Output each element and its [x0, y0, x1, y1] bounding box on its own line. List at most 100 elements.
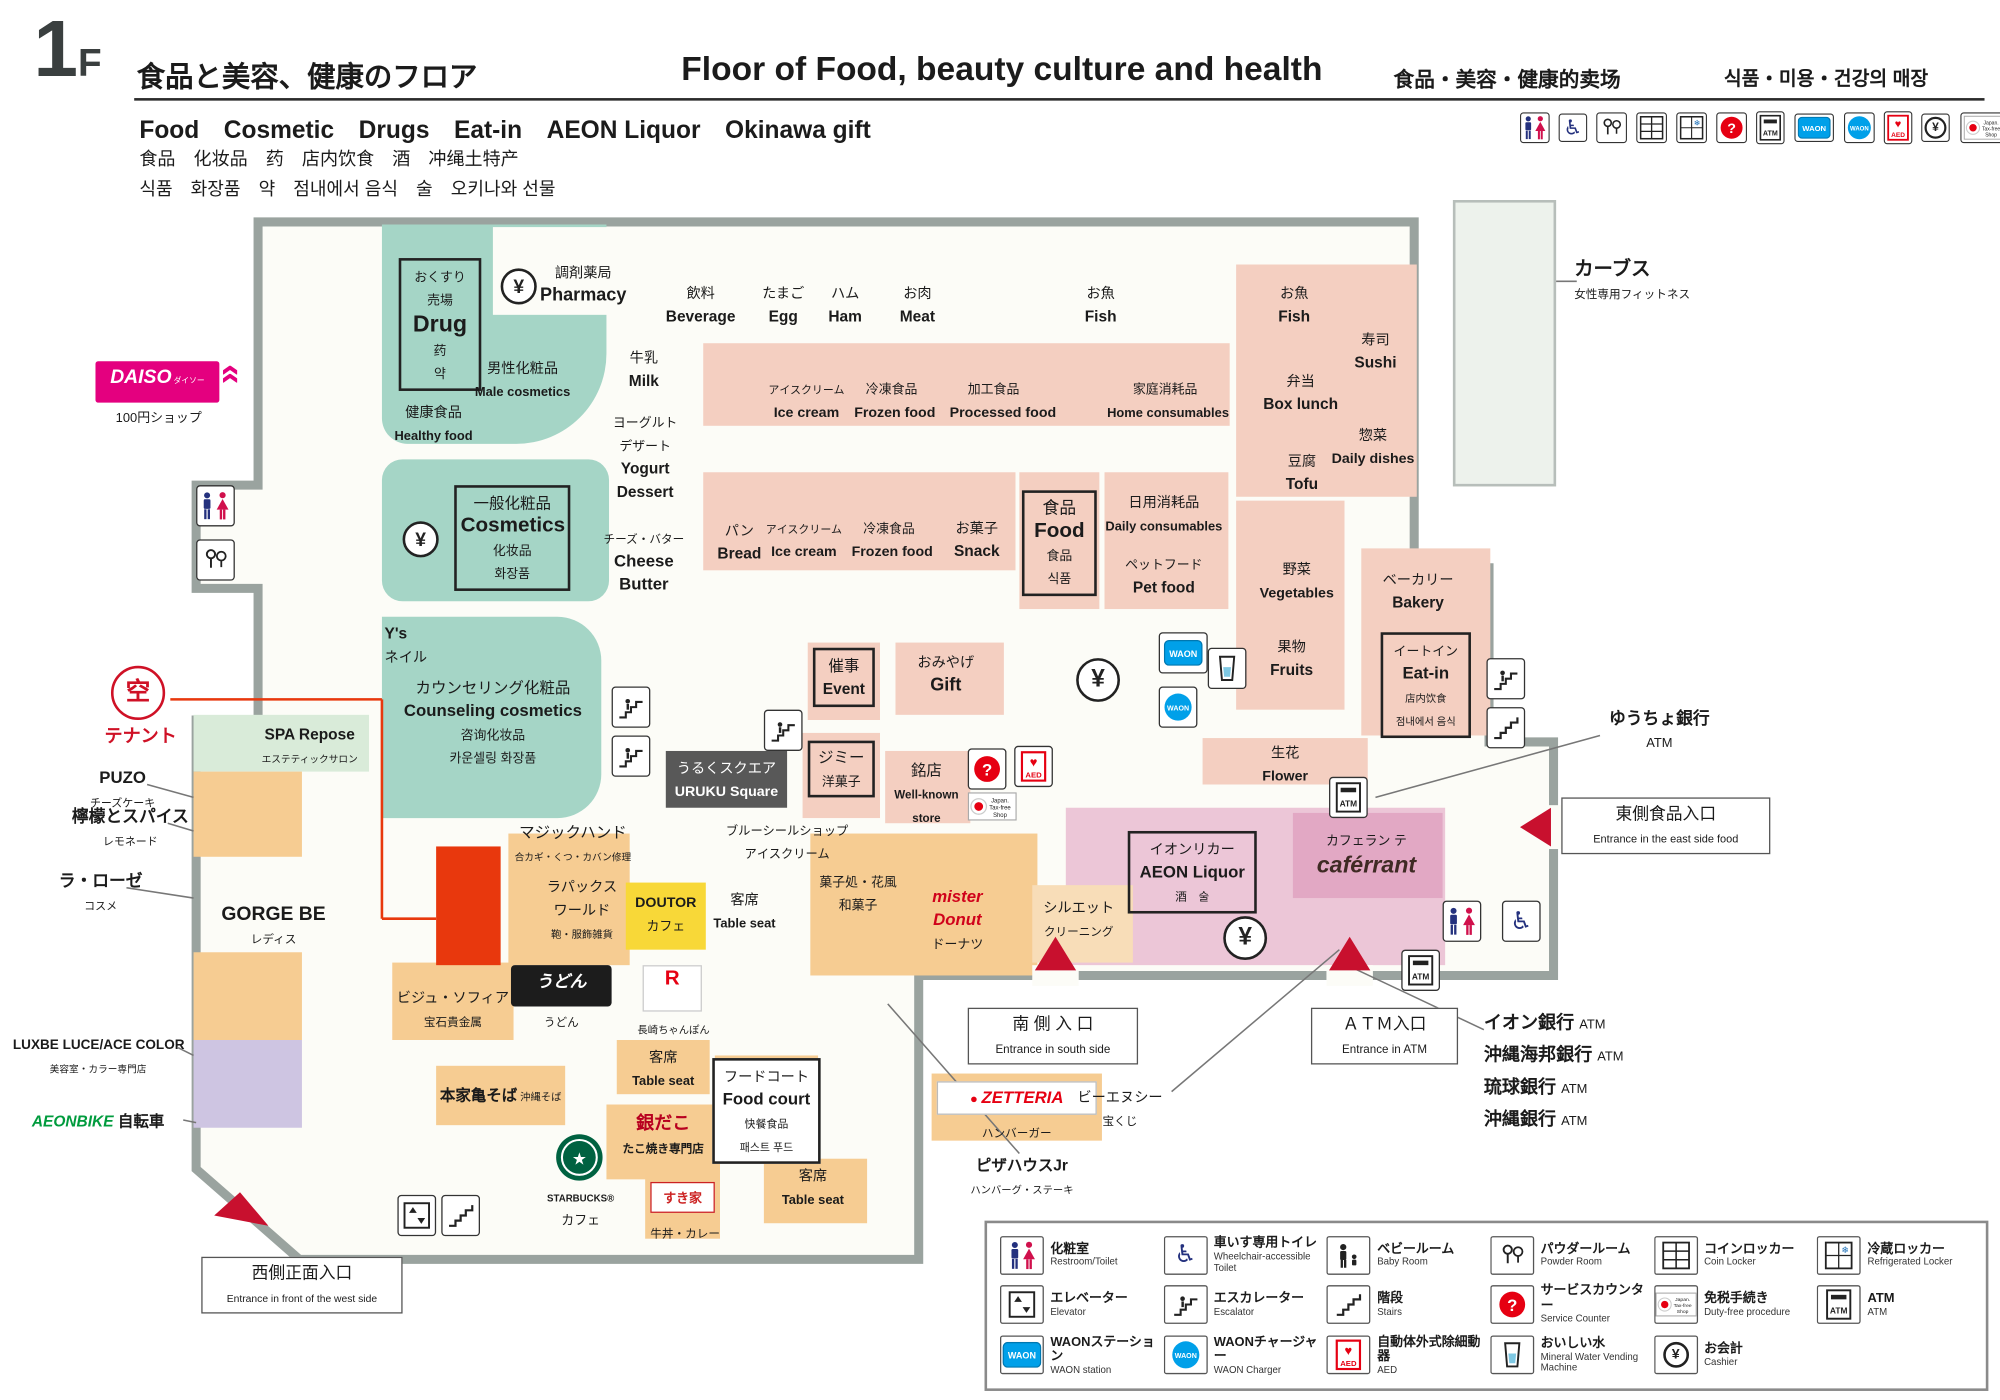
svg-text:Japan.: Japan. [991, 799, 1009, 805]
ringer-hut-bg [642, 965, 702, 1012]
coin-locker-icon [1653, 1235, 1698, 1275]
bnc-lottery: ビーエヌシー宝くじ [1077, 1090, 1163, 1128]
legend-label-ja: サービスカウンター [1540, 1284, 1644, 1314]
svg-text:?: ? [982, 760, 992, 779]
water-icon [1207, 647, 1247, 690]
svg-text:♥: ♥ [1345, 1343, 1353, 1358]
legend-label-ja: 化粧室 [1050, 1242, 1090, 1257]
pointer-line [146, 783, 194, 799]
restroom-icon [999, 1235, 1044, 1275]
svg-text:❄: ❄ [1842, 1245, 1850, 1255]
bijou-sophia: ビジュ・ソフィア宝石貴金属 [396, 990, 510, 1029]
seat-area-2 [763, 1158, 868, 1224]
ringer-hut: R [664, 967, 680, 990]
legend-label-en: Stairs [1377, 1305, 1402, 1317]
jimmy: ジミー洋菓子 [807, 740, 875, 798]
floor-badge: 1F [34, 10, 102, 90]
legend-label-en: Refrigerated Locker [1867, 1255, 1953, 1268]
svg-text:WAON: WAON [1802, 124, 1826, 133]
waon-charger-icon: WAON [1163, 1335, 1208, 1375]
pointer-line [167, 822, 194, 832]
caferrant-area [1292, 812, 1443, 899]
atm-entrance-arrow [1329, 936, 1371, 971]
fresh-right-upper [1236, 264, 1417, 497]
legend-label-en: Baby Room [1377, 1255, 1428, 1268]
service-counter-icon: ? [967, 748, 1007, 790]
svg-text:Tax-free: Tax-free [989, 806, 1011, 812]
zetteria: ● ZETTERIA [936, 1081, 1097, 1115]
wheelchair-icon: ♿ [1163, 1235, 1208, 1275]
svg-text:★: ★ [572, 1150, 587, 1169]
page-title-en: Floor of Food, beauty culture and health [681, 49, 1323, 88]
legend-label-en: AED [1377, 1363, 1398, 1375]
coin-locker-icon [1636, 112, 1667, 144]
stairs-icon [1486, 707, 1526, 749]
page-title-ja: 食品と美容、健康のフロア [136, 60, 478, 93]
yen-icon: ¥ [1076, 658, 1120, 702]
kashi-dokoro: 菓子処・花風和菓子 [819, 876, 897, 914]
svg-text:ATM: ATM [1830, 1306, 1848, 1316]
stairs-icon [1326, 1285, 1371, 1325]
legend-label-ja: パウダールーム [1540, 1242, 1631, 1257]
legend-label-ja: ATM [1867, 1291, 1895, 1306]
magic-area [508, 833, 630, 966]
legend-label-ja: 自動体外式除細動器 [1377, 1334, 1481, 1364]
pointer-line [1346, 964, 1485, 1031]
seat-area-1 [616, 1039, 710, 1095]
yen-icon: ¥ [402, 521, 439, 558]
left-shop-2 [193, 952, 302, 1040]
gindaco-area [606, 1104, 720, 1180]
svg-text:AED: AED [1891, 132, 1905, 139]
vacant-mark: 空 [110, 665, 166, 720]
floor-letter: F [78, 42, 102, 86]
spa-area [193, 714, 370, 772]
atm-icon: ATM [1329, 776, 1368, 819]
svg-text:ATM: ATM [1340, 798, 1358, 808]
udon-sub: うどん [543, 1015, 579, 1029]
legend-label-ja: エレベーター [1050, 1291, 1128, 1306]
starbucks: STARBUCKS®カフェ [547, 1192, 615, 1229]
grocery-row-1 [703, 343, 1230, 426]
teal-lower [381, 616, 602, 819]
legend-label-ja: エスカレーター [1213, 1291, 1305, 1306]
aed-icon: ♥AED [1014, 745, 1053, 788]
powder-room-icon [1596, 112, 1627, 144]
daily-goods-area [1104, 472, 1229, 610]
pointer-line [177, 1047, 194, 1057]
